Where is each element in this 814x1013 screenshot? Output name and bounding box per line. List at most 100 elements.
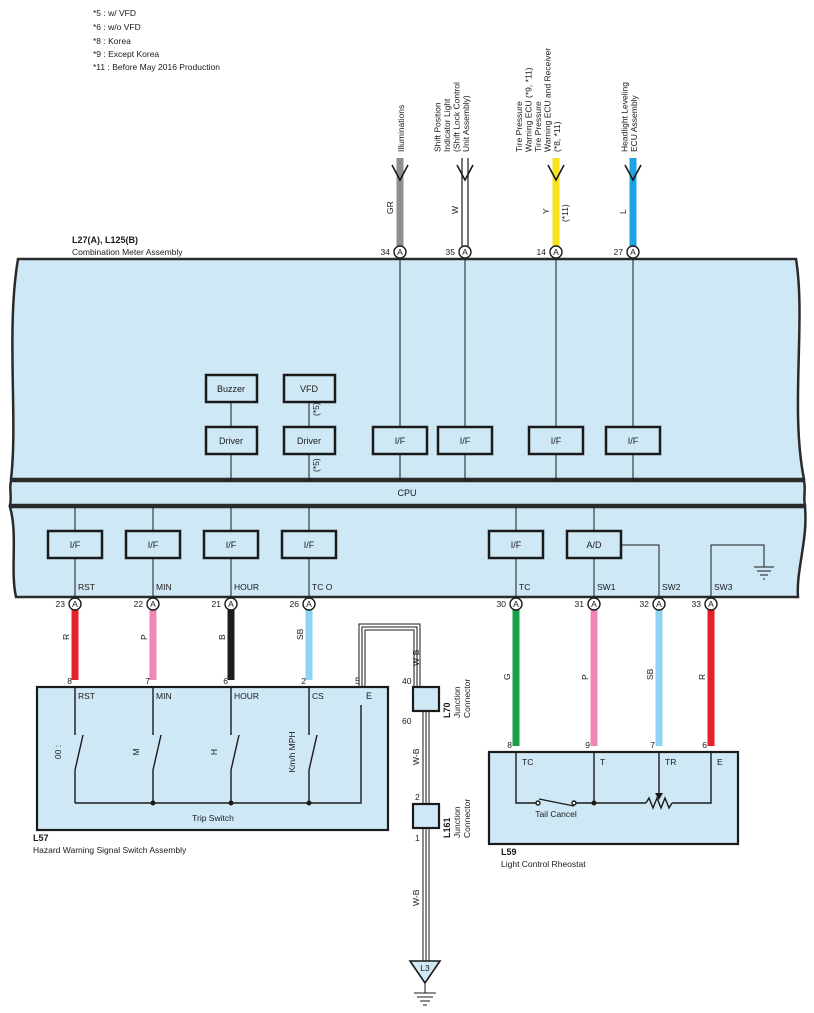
wb-label: W-B — [411, 748, 421, 765]
l161-pin-in: 2 — [415, 792, 420, 802]
if-box — [280, 529, 338, 560]
terminal-label: HOUR — [234, 582, 259, 592]
wire-color-code: R — [61, 634, 71, 640]
trip-switch-box — [35, 685, 390, 832]
wire-color-code: L — [618, 209, 628, 214]
rheostat-pin-number: 9 — [585, 740, 590, 750]
tail-cancel-label: Tail Cancel — [535, 809, 577, 819]
trip-e-term: E — [366, 691, 372, 701]
meter-upper-panel — [9, 257, 806, 481]
wire-color-code: P — [580, 674, 590, 680]
connector-pin — [652, 597, 666, 611]
destination-label: Illuminations — [396, 105, 406, 152]
note-line: *9 : Except Korea — [93, 49, 159, 59]
destination-label: Shift Position — [433, 102, 443, 152]
wire-color-code: R — [697, 674, 707, 680]
rheostat-pin-number: 8 — [507, 740, 512, 750]
connector-pin — [509, 597, 523, 611]
switch-contact — [230, 734, 240, 771]
note-line: *11 : Before May 2016 Production — [93, 62, 220, 72]
connector-pin — [704, 597, 718, 611]
if-box — [124, 529, 182, 560]
arrow-down-icon — [624, 164, 642, 182]
connector-pin — [68, 597, 82, 611]
wire-note: (*11) — [560, 204, 570, 222]
l70-name: Junction — [452, 686, 462, 718]
rheostat-terminal-label: T — [600, 757, 605, 767]
note-line: *8 : Korea — [93, 36, 131, 46]
l70-name: Connector — [462, 679, 472, 718]
connector-pin — [302, 597, 316, 611]
connector-pin-label: A — [397, 247, 403, 257]
driver-note: (*5) — [311, 458, 321, 472]
buzzer-label: Buzzer — [217, 384, 245, 394]
cpu-label: CPU — [397, 488, 416, 498]
trip-e-pin: 5 — [355, 676, 360, 686]
if-box — [487, 529, 545, 560]
connector-pin-label: A — [591, 599, 597, 609]
arrow-down-icon — [456, 164, 474, 182]
tail-cancel-switch — [538, 798, 575, 807]
if-label: I/F — [460, 436, 471, 446]
wire-color-code: GR — [385, 201, 395, 214]
if-box — [46, 529, 104, 560]
if-label: I/F — [304, 540, 315, 550]
ground-point-l3 — [408, 960, 442, 985]
switch-pin-number: 6 — [223, 676, 228, 686]
l70-pin-in: 40 — [402, 676, 412, 686]
l161-pin-out: 1 — [415, 833, 420, 843]
if-box — [527, 425, 585, 456]
switch-terminal-label: CS — [312, 691, 324, 701]
destination-label: Unit Assembly) — [461, 95, 471, 152]
wire-color-code: SB — [645, 668, 655, 680]
terminal-label: SW1 — [597, 582, 616, 592]
if-box — [436, 425, 494, 456]
driver-label: Driver — [297, 436, 321, 446]
light-control-rheostat: L59 Light Control Rheostat Tail Cancel — [487, 750, 740, 869]
trip-switch-assembly: Trip Switch L57 Hazard Warning Signal Sw… — [33, 676, 390, 855]
vfd-note: (*5) — [311, 402, 321, 416]
terminal-label: MIN — [156, 582, 172, 592]
if-label: I/F — [551, 436, 562, 446]
arrow-down-icon — [391, 164, 409, 182]
switch-contact-label: H — [209, 749, 219, 755]
meter-internal-lower — [74, 507, 774, 597]
l161-name: Connector — [462, 799, 472, 838]
vfd-label: VFD — [300, 384, 319, 394]
destination-label: ECU Assembly — [629, 95, 639, 152]
pin-number: 31 — [575, 599, 585, 609]
connector-pin — [224, 597, 238, 611]
rheostat-terminal-label: TR — [665, 757, 676, 767]
buzzer-driver-box — [204, 425, 259, 456]
connector-pin-label: A — [150, 599, 156, 609]
switch-terminal-label: RST — [78, 691, 95, 701]
if-label: I/F — [511, 540, 522, 550]
ground-label: L3 — [420, 963, 430, 973]
l70-pin-out: 60 — [402, 716, 412, 726]
if-box — [202, 529, 260, 560]
rheostat-code: L59 — [501, 847, 517, 857]
vfd-driver-box — [282, 425, 337, 456]
meter-name: Combination Meter Assembly — [72, 247, 183, 257]
note-line: *5 : w/ VFD — [93, 8, 136, 18]
meter-code: L27(A), L125(B) — [72, 235, 138, 245]
terminal-label: SW3 — [714, 582, 733, 592]
terminal-label: TC — [519, 582, 530, 592]
l161-connector — [411, 802, 441, 830]
l70-connector — [411, 685, 441, 713]
pin-number: 33 — [692, 599, 702, 609]
wb-label: W-B — [411, 649, 421, 666]
destination-label: (*8, *11) — [552, 121, 562, 152]
switch-contact-label: 00 : — [53, 745, 63, 759]
rheostat-terminal-label: TC — [522, 757, 533, 767]
pin-number: 23 — [56, 599, 66, 609]
if-box — [604, 425, 662, 456]
destination-label: Headlight Leveling — [620, 82, 630, 152]
rheostat-pin-number: 6 — [702, 740, 707, 750]
meter-lower-panel — [8, 505, 807, 599]
connector-pin-label: A — [553, 247, 559, 257]
destination-label: Tire Pressure — [514, 101, 524, 152]
switch-contact — [74, 734, 84, 771]
